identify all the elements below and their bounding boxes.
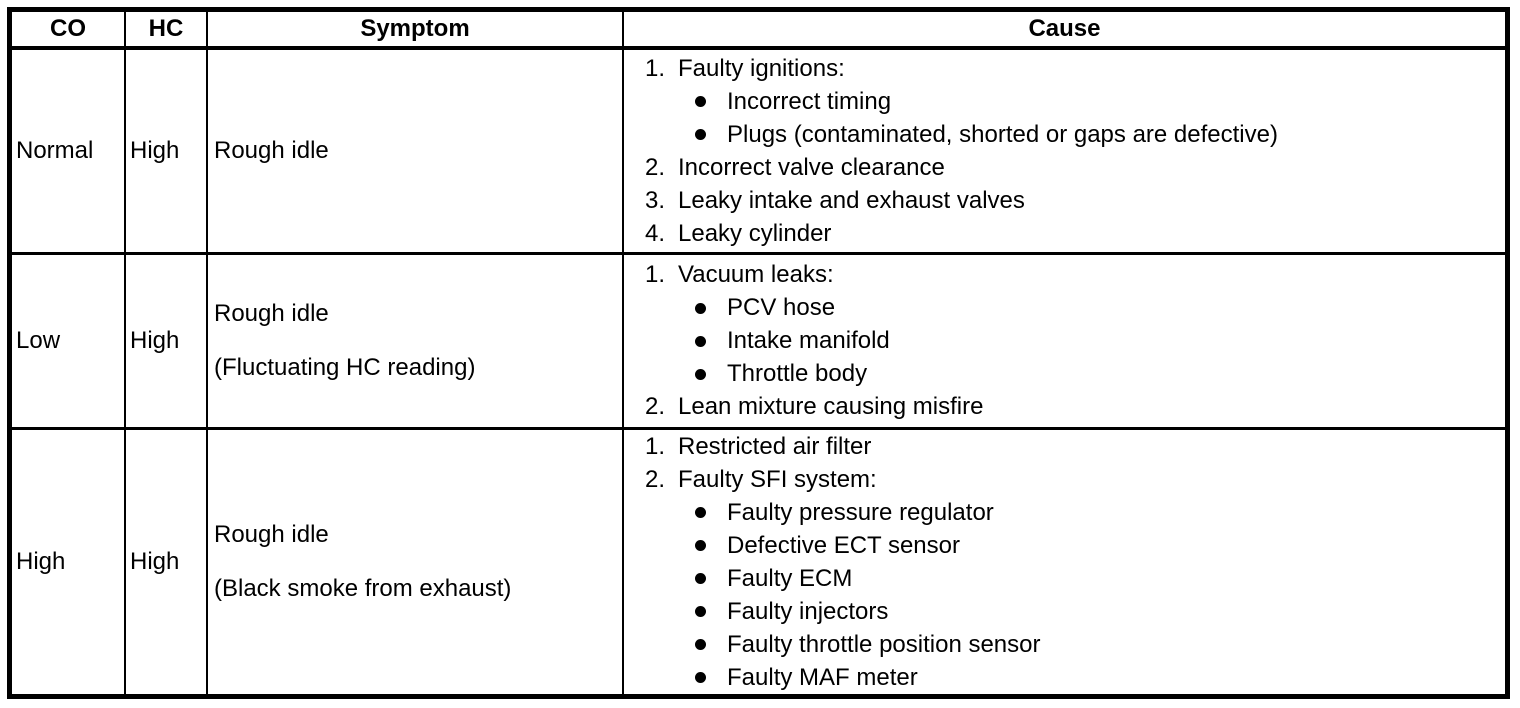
hc-header: HC — [126, 12, 208, 50]
cause-item-text: Lean mixture causing misfire — [678, 393, 984, 420]
hc-value: High — [130, 327, 180, 354]
cause-cell: 1. Faulty ignitions: Incorrect timing Pl… — [624, 50, 1505, 255]
symptom-text: Rough idle — [214, 300, 329, 327]
hc-value-cell: High — [126, 430, 208, 694]
cause-subitem: Intake manifold — [645, 325, 1505, 358]
cause-item-number: 2. — [645, 153, 666, 181]
symptom-text: Rough idle — [214, 137, 329, 164]
co-value: High — [16, 548, 66, 575]
cause-item-text: Faulty pressure regulator — [727, 498, 994, 526]
cause-item-text: Faulty injectors — [727, 597, 889, 625]
bullet-icon — [695, 606, 706, 617]
cause-item-text: Vacuum leaks: — [678, 261, 834, 288]
bullet-icon — [695, 507, 706, 518]
co-value: Low — [16, 327, 61, 354]
cause-item-text: Plugs (contaminated, shorted or gaps are… — [727, 120, 1278, 148]
bullet-icon — [695, 302, 706, 314]
cause-item: 2. Faulty SFI system: — [645, 463, 1505, 496]
bullet-icon — [695, 639, 706, 650]
cause-subitem: Incorrect timing — [645, 85, 1505, 118]
symptom-note: (Fluctuating HC reading) — [214, 354, 476, 381]
cause-subitem: Faulty throttle position sensor — [645, 628, 1505, 661]
cause-subitem: Faulty pressure regulator — [645, 496, 1505, 529]
bullet-icon — [695, 540, 706, 551]
co-value: Normal — [16, 137, 94, 164]
co-value-cell: Low — [12, 255, 126, 430]
cause-item-number: 4. — [645, 219, 666, 247]
cause-subitem: Faulty MAF meter — [645, 661, 1505, 694]
hc-value: High — [130, 137, 180, 164]
cause-item-text: Faulty MAF meter — [727, 663, 918, 691]
cause-item-text: Faulty ECM — [727, 564, 853, 592]
cause-subitem: Faulty injectors — [645, 595, 1505, 628]
symptom-text: Rough idle — [214, 521, 329, 548]
cause-item-text: Throttle body — [727, 360, 868, 387]
co-header: CO — [12, 12, 126, 50]
cause-item: 1. Restricted air filter — [645, 430, 1505, 463]
symptom-header: Symptom — [208, 12, 624, 50]
cause-item: 1. Faulty ignitions: — [645, 52, 1505, 85]
cause-item-text: Intake manifold — [727, 327, 890, 354]
cause-item-number: 2. — [645, 393, 666, 420]
symptom-cell: Rough idle (Black smoke from exhaust) — [208, 430, 624, 694]
cause-item-text: Leaky cylinder — [678, 219, 832, 247]
cause-item-number: 2. — [645, 465, 666, 493]
cause-item-text: Defective ECT sensor — [727, 531, 960, 559]
cause-cell: 1. Restricted air filter 2. Faulty SFI s… — [624, 430, 1505, 694]
hc-value: High — [130, 548, 180, 575]
bullet-icon — [695, 672, 706, 683]
cause-subitem: Plugs (contaminated, shorted or gaps are… — [645, 118, 1505, 151]
cause-item-text: Incorrect valve clearance — [678, 153, 945, 181]
cause-item: 3. Leaky intake and exhaust valves — [645, 184, 1505, 217]
bullet-icon — [695, 335, 706, 347]
co-value-cell: Normal — [12, 50, 126, 255]
bullet-icon — [695, 368, 706, 380]
symptom-cell: Rough idle (Fluctuating HC reading) — [208, 255, 624, 430]
cause-subitem: PCV hose — [645, 292, 1505, 325]
cause-subitem: Defective ECT sensor — [645, 529, 1505, 562]
cause-item-text: Faulty throttle position sensor — [727, 630, 1041, 658]
cause-item-number: 1. — [645, 261, 666, 288]
symptom-cell: Rough idle — [208, 50, 624, 255]
cause-item-number: 1. — [645, 432, 666, 460]
cause-item-text: PCV hose — [727, 294, 836, 321]
cause-item-text: Incorrect timing — [727, 87, 892, 115]
cause-subitem: Faulty ECM — [645, 562, 1505, 595]
cause-item-text: Restricted air filter — [678, 432, 872, 460]
hc-value-cell: High — [126, 255, 208, 430]
bullet-icon — [695, 573, 706, 584]
cause-item-text: Faulty ignitions: — [678, 54, 845, 82]
cause-item-number: 3. — [645, 186, 666, 214]
cause-cell: 1. Vacuum leaks: PCV hose Intake manifol… — [624, 255, 1505, 430]
cause-subitem: Throttle body — [645, 358, 1505, 391]
diagnostic-table: CO HC Symptom Cause Normal High Rough id… — [7, 7, 1510, 699]
bullet-icon — [695, 129, 706, 140]
cause-item-text: Faulty SFI system: — [678, 465, 877, 493]
co-value-cell: High — [12, 430, 126, 694]
hc-value-cell: High — [126, 50, 208, 255]
cause-item: 2. Incorrect valve clearance — [645, 151, 1505, 184]
bullet-icon — [695, 96, 706, 107]
cause-item: 1. Vacuum leaks: — [645, 259, 1505, 292]
cause-item-number: 1. — [645, 54, 666, 82]
cause-item: 4. Leaky cylinder — [645, 217, 1505, 250]
cause-item: 2. Lean mixture causing misfire — [645, 391, 1505, 424]
symptom-note: (Black smoke from exhaust) — [214, 575, 512, 602]
cause-header: Cause — [624, 12, 1505, 50]
cause-item-text: Leaky intake and exhaust valves — [678, 186, 1025, 214]
